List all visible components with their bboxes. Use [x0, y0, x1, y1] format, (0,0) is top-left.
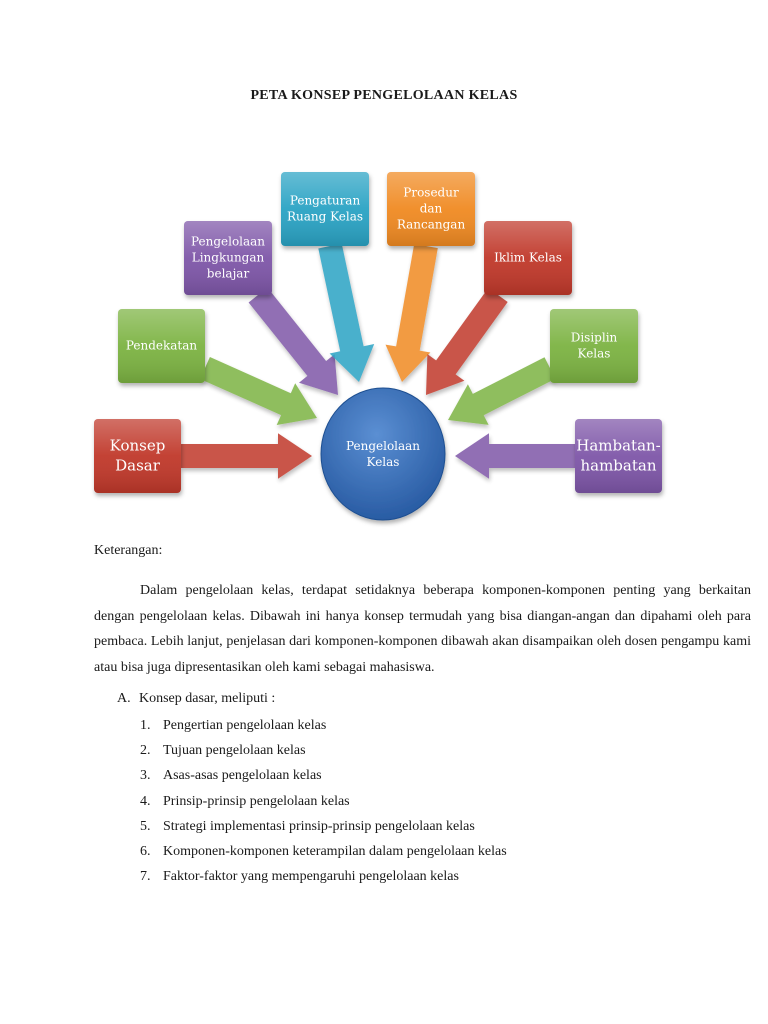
arrow-disiplin-kelas — [448, 357, 556, 425]
page-title: PETA KONSEP PENGELOLAAN KELAS — [250, 88, 518, 103]
section-marker: A. — [117, 691, 131, 706]
list-item: 2. Tujuan pengelolaan kelas — [140, 741, 507, 766]
node-gloss — [118, 309, 205, 383]
list-item: 4. Prinsip-prinsip pengelolaan kelas — [140, 792, 507, 817]
list-item: 3. Asas-asas pengelolaan kelas — [140, 766, 507, 791]
list-text: Komponen-komponen keterampilan dalam pen… — [163, 843, 507, 859]
list-item: 1. Pengertian pengelolaan kelas — [140, 716, 507, 741]
list-number: 4. — [140, 793, 151, 809]
list-number: 6. — [140, 843, 151, 859]
node-gloss — [94, 419, 181, 493]
node-hambatan: Hambatan-hambatan — [575, 419, 662, 493]
node-label: Pendekatan — [126, 339, 198, 353]
arrow-konsep-dasar — [181, 433, 312, 479]
arrow-pengelolaan-lingkungan — [248, 287, 338, 395]
node-gloss — [484, 221, 572, 295]
list-text: Strategi implementasi prinsip-prinsip pe… — [163, 818, 475, 834]
list-item: 6. Komponen-komponen keterampilan dalam p… — [140, 842, 507, 867]
arrow-pengaturan-ruang — [318, 243, 375, 382]
node-iklim-kelas: Iklim Kelas — [484, 221, 572, 295]
list-number: 5. — [140, 818, 151, 834]
node-gloss — [281, 172, 369, 246]
node-pendekatan: Pendekatan — [118, 309, 205, 383]
list-number: 3. — [140, 768, 151, 784]
center-circle — [320, 387, 446, 521]
node-gloss — [550, 309, 638, 383]
konsep-dasar-list: 1. Pengertian pengelolaan kelas 2. Tujuan … — [140, 716, 507, 892]
caption-keterangan: Keterangan: — [94, 543, 163, 558]
intro-paragraph: Dalam pengelolaan kelas, terdapat setida… — [94, 583, 751, 675]
list-text: Tujuan pengelolaan kelas — [163, 743, 306, 759]
node-gloss — [184, 221, 272, 295]
arrow-iklim-kelas — [426, 288, 508, 395]
arrow-pendekatan — [200, 357, 317, 425]
section-label: Konsep dasar, meliputi : — [139, 691, 276, 706]
node-label: Iklim Kelas — [494, 251, 562, 265]
node-gloss — [387, 172, 475, 246]
arrow-prosedur — [385, 243, 438, 382]
node-label: Hambatan-hambatan — [576, 436, 661, 474]
section-a: A. Konsep dasar, meliputi : — [117, 691, 275, 707]
node-gloss — [575, 419, 662, 493]
list-number: 1. — [140, 718, 151, 733]
list-item: 7. Faktor-faktor yang mempengaruhi pengel… — [140, 867, 507, 892]
list-number: 7. — [140, 869, 151, 885]
list-text: Faktor-faktor yang mempengaruhi pengelol… — [163, 869, 459, 885]
list-item: 5. Strategi implementasi prinsip-prinsip … — [140, 817, 507, 842]
arrow-hambatan — [455, 433, 575, 479]
list-text: Prinsip-prinsip pengelolaan kelas — [163, 793, 350, 809]
list-number: 2. — [140, 743, 151, 759]
list-text: Pengertian pengelolaan kelas — [163, 718, 327, 733]
list-text: Asas-asas pengelolaan kelas — [163, 768, 322, 784]
